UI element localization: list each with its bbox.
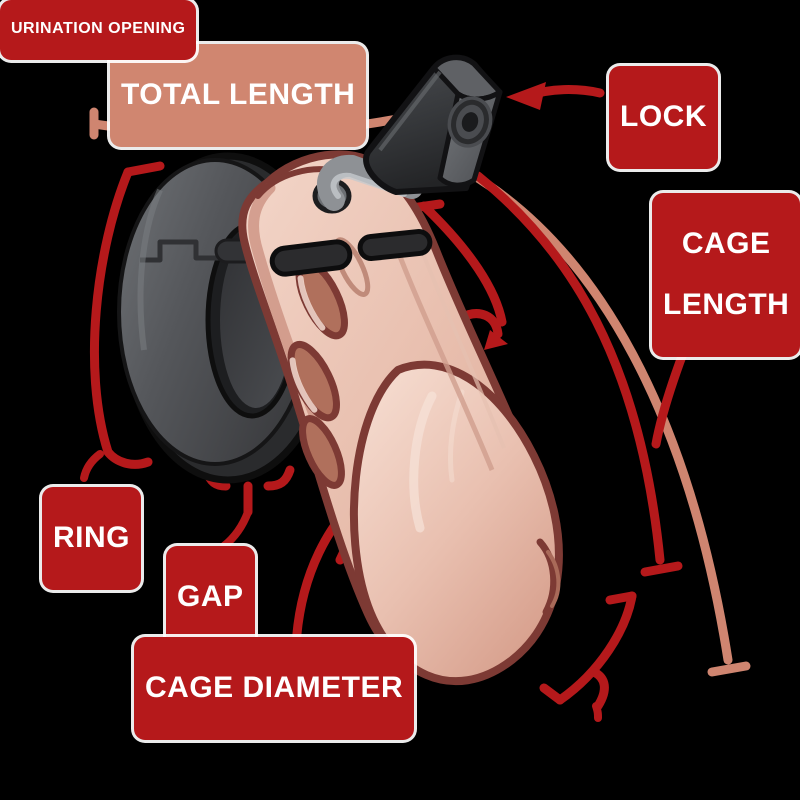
lock-shackle-highlight: [330, 172, 407, 199]
label-ring-text: RING: [53, 520, 130, 554]
label-lock[interactable]: LOCK: [609, 66, 718, 169]
urination-opening-leader: [592, 702, 602, 722]
ring-highlight: [137, 188, 163, 351]
label-total-length-text: TOTAL LENGTH: [121, 77, 356, 111]
label-lock-text: LOCK: [620, 99, 707, 133]
cage-length-arrowhead: [484, 330, 508, 350]
lock-keyhole-ring-icon: [451, 99, 489, 145]
label-cage-length[interactable]: CAGE LENGTH: [652, 193, 800, 357]
label-urination-opening[interactable]: URINATION OPENING: [0, 0, 197, 60]
label-cage-length-line2: LENGTH: [663, 287, 790, 321]
cage-tip-crease-2: [546, 550, 561, 608]
cage-tip-highlight: [409, 391, 437, 533]
cage-bar: [357, 228, 433, 262]
label-cage-diameter-text: CAGE DIAMETER: [145, 670, 404, 704]
ring-leader: [80, 450, 104, 482]
cage-seam: [393, 245, 495, 471]
lock-arrowhead: [506, 82, 546, 110]
gap-leader: [220, 508, 252, 550]
label-cage-length-line1: CAGE: [681, 226, 771, 260]
label-ring[interactable]: RING: [42, 487, 141, 590]
cage-slots: [287, 237, 371, 489]
label-total-length[interactable]: TOTAL LENGTH: [110, 44, 367, 147]
label-gap[interactable]: GAP: [166, 546, 255, 649]
ring-arc: [90, 161, 165, 469]
label-gap-text: GAP: [177, 579, 244, 613]
cage-tip-crease: [536, 538, 558, 616]
cage-slot: [299, 415, 345, 489]
label-cage-diameter[interactable]: CAGE DIAMETER: [134, 637, 415, 740]
lock-keyhole-icon: [461, 112, 479, 132]
urination-opening-arc: [539, 591, 637, 711]
cage-tip-highlight-2: [448, 389, 465, 483]
label-urination-opening-text: URINATION OPENING: [11, 20, 186, 38]
cage-tip: [349, 360, 563, 686]
lock-edge-highlight: [378, 70, 442, 152]
ring-notch: [140, 239, 236, 263]
lock-shackle: [317, 154, 423, 211]
padlock: [317, 54, 503, 211]
cage-bar: [269, 239, 353, 277]
